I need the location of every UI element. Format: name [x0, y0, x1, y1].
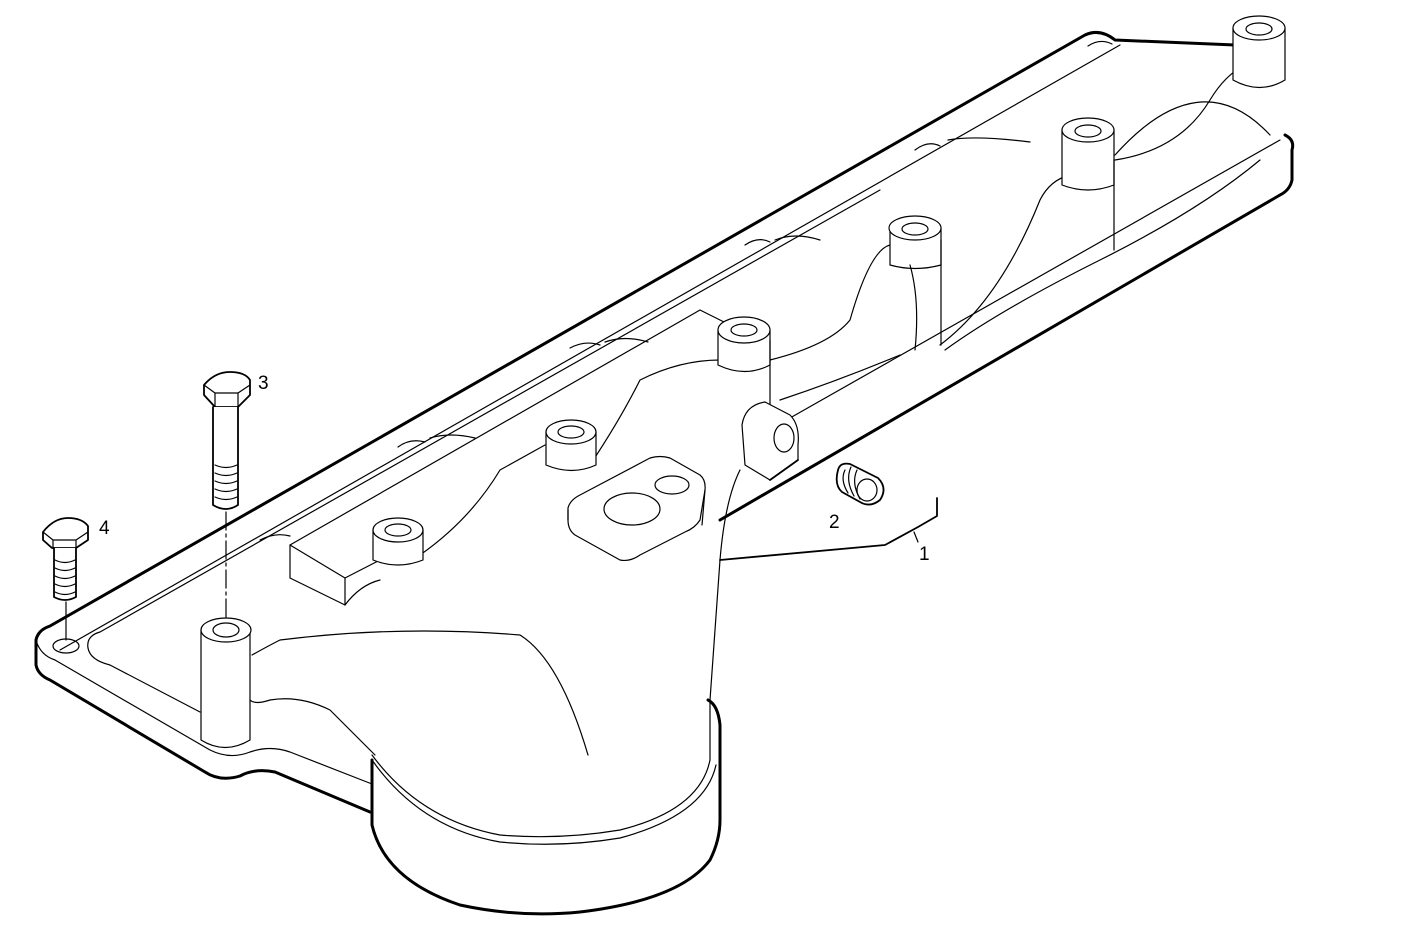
callout-4: 4: [99, 518, 110, 539]
callout-leader-1: [913, 531, 919, 543]
callout-2: 2: [829, 512, 840, 533]
short-hex-bolt-part: [42, 517, 89, 654]
manifold-bosses: [200, 15, 1286, 749]
port-pad: [567, 455, 706, 562]
manifold-flange: [34, 30, 1295, 814]
mounting-lug: [741, 401, 799, 481]
threaded-plug-part: [835, 462, 885, 506]
outlet-flange: [249, 469, 938, 916]
manifold-runners: [259, 40, 1271, 606]
callout-3: 3: [258, 373, 269, 394]
long-hex-bolt-part: [203, 371, 251, 621]
callout-1: 1: [919, 544, 930, 565]
